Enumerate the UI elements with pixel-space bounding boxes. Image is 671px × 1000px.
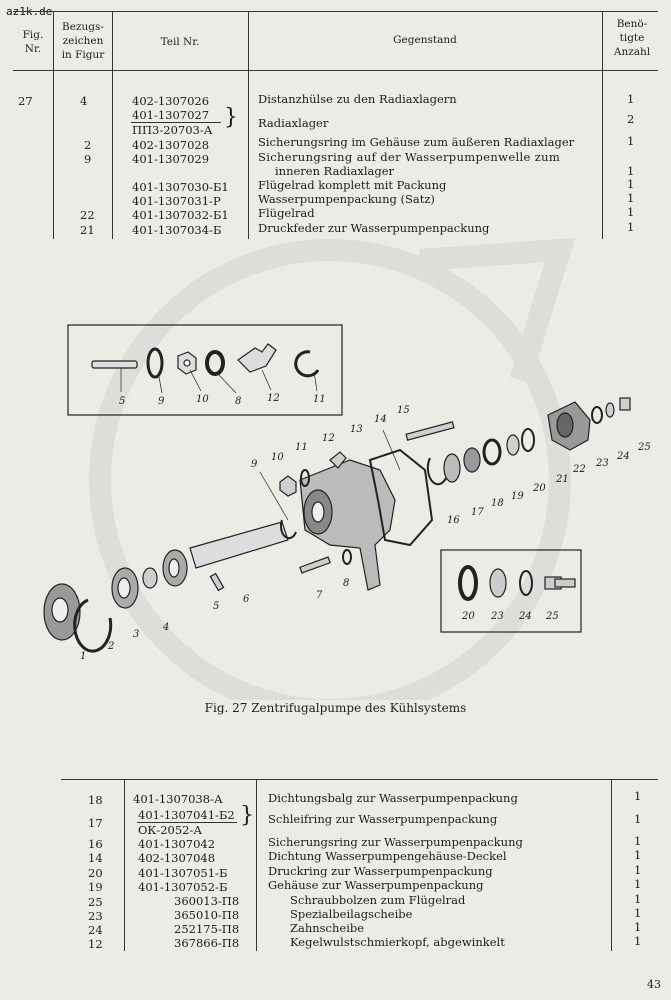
figure-label: 17 — [471, 507, 484, 518]
exploded-view-illustration — [43, 237, 631, 700]
header-anzahl: Benö- tigte Anzahl — [613, 18, 651, 58]
figure-number: 27 — [18, 94, 33, 108]
page-number: 43 — [647, 978, 661, 991]
figure-label: 23 — [596, 458, 609, 469]
figure-label: 4 — [163, 622, 170, 633]
figure-label: 11 — [295, 442, 308, 453]
figure-label: 1 — [80, 651, 87, 662]
header-bezug: Bezugs- zeichen in Figur — [61, 21, 105, 61]
inset-label: 20 — [462, 611, 475, 622]
inset-label: 12 — [267, 393, 280, 404]
figure-label: 8 — [343, 578, 350, 589]
figure-label: 22 — [573, 464, 586, 475]
figure-label: 9 — [251, 459, 258, 470]
figure-label: 14 — [374, 414, 387, 425]
figure-label: 3 — [133, 629, 140, 640]
figure-label: 2 — [108, 641, 115, 652]
figure-label: 25 — [638, 442, 651, 453]
figure-label: 19 — [511, 491, 524, 502]
bracket-brace: } — [224, 105, 238, 130]
figure-label: 20 — [533, 483, 546, 494]
figure-caption: Fig. 27 Zentrifugalpumpe des Kühlsystems — [204, 701, 467, 715]
figure-label: 6 — [243, 594, 250, 605]
inset-label: 23 — [491, 611, 504, 622]
figure-label: 16 — [447, 515, 460, 526]
inset-label: 10 — [196, 394, 209, 405]
inset-label: 8 — [235, 396, 242, 407]
inset-label: 25 — [546, 611, 559, 622]
inset-label: 11 — [313, 394, 326, 405]
header-teil: Teil Nr. — [160, 36, 200, 48]
header-fig: Fig. Nr. — [22, 29, 44, 55]
header-gegenstand: Gegenstand — [393, 34, 457, 46]
figure-label: 10 — [271, 452, 284, 463]
inset-label: 24 — [519, 611, 532, 622]
figure-label: 5 — [213, 601, 220, 612]
bracket-brace: } — [240, 803, 254, 828]
figure-label: 15 — [397, 405, 410, 416]
figure-label: 21 — [556, 474, 569, 485]
figure-label: 7 — [316, 590, 323, 601]
inset-label: 5 — [119, 396, 126, 407]
figure-label: 24 — [617, 451, 630, 462]
inset-label: 9 — [158, 396, 165, 407]
figure-label: 18 — [491, 498, 504, 509]
figure-label: 12 — [322, 433, 335, 444]
figure-label: 13 — [350, 424, 363, 435]
